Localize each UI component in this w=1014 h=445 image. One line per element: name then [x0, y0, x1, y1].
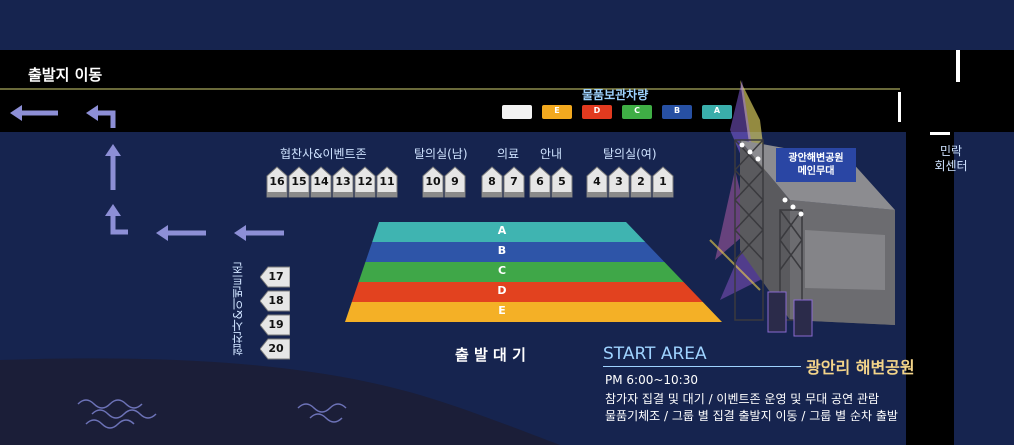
booth-number: 18: [268, 294, 284, 307]
road-edge-line: [0, 88, 900, 90]
booth-18: 18: [260, 290, 290, 312]
truck-label: A: [713, 106, 721, 115]
booth-number: 2: [637, 175, 645, 188]
storage-truck: B: [662, 105, 692, 119]
beach-waves: [0, 358, 560, 445]
booth-number: 5: [558, 175, 566, 188]
changing-room-men-label: 탈의실(남): [414, 147, 468, 161]
group-band-e: E: [345, 302, 722, 322]
booth-7: 7: [503, 166, 525, 198]
booth-number: 3: [615, 175, 623, 188]
truck-label: D: [593, 106, 601, 115]
start-area-title: START AREA: [603, 344, 707, 364]
truck-label: B: [673, 106, 681, 115]
road-marker: [898, 92, 901, 122]
shuttle-stop-label: 민락 회센터: [934, 144, 968, 173]
booth-12: 12: [354, 166, 376, 198]
booth-20: 20: [260, 338, 290, 360]
booth-2: 2: [630, 166, 652, 198]
side-road: [906, 50, 954, 445]
storage-truck: [502, 105, 532, 119]
storage-truck: E: [542, 105, 572, 119]
departure-move-label: 출발지 이동: [28, 66, 103, 84]
booth-number: 16: [269, 175, 285, 188]
booth-number: 14: [313, 175, 329, 188]
booth-number: 9: [451, 175, 459, 188]
booth-number: 4: [593, 175, 601, 188]
group-band-b: B: [365, 242, 665, 262]
start-area-underline: [603, 366, 801, 367]
booth-number: 1: [659, 175, 667, 188]
group-band-a: A: [372, 222, 646, 242]
booth-group-changing_women: 4 3 2 1: [586, 166, 674, 198]
booth-number: 17: [268, 270, 284, 283]
start-area-time: PM 6:00~10:30: [605, 373, 698, 387]
booth-number: 19: [268, 318, 284, 331]
booth-10: 10: [422, 166, 444, 198]
booth-number: 20: [268, 342, 284, 355]
group-band-label: C: [497, 264, 507, 277]
booth-19: 19: [260, 314, 290, 336]
booth-17: 17: [260, 266, 290, 288]
booth-16: 16: [266, 166, 288, 198]
booth-5: 5: [551, 166, 573, 198]
group-band-label: E: [498, 304, 506, 317]
info-label: 안내: [540, 147, 563, 161]
booth-number: 10: [425, 175, 441, 188]
booth-15: 15: [288, 166, 310, 198]
main-stage-label: 광안해변공원 메인무대: [776, 148, 856, 182]
start-area-desc-2: 물품기체조 / 그룹 별 집결 출발지 이동 / 그룹 별 순차 출발: [605, 409, 898, 423]
medical-label: 의료: [497, 147, 520, 161]
group-band-label: D: [497, 284, 507, 297]
storage-truck: C: [622, 105, 652, 119]
group-band-label: A: [497, 224, 507, 237]
storage-vehicle-label: 물품보관차량: [582, 88, 649, 102]
booth-6: 6: [529, 166, 551, 198]
start-area-desc-1: 참가자 집결 및 대기 / 이벤트존 운영 및 무대 공연 관람: [605, 392, 880, 406]
booth-3: 3: [608, 166, 630, 198]
road-marker: [956, 50, 960, 82]
group-band-d: D: [351, 282, 703, 302]
booth-1: 1: [652, 166, 674, 198]
booth-number: 6: [536, 175, 544, 188]
booth-number: 13: [335, 175, 351, 188]
booth-11: 11: [376, 166, 398, 198]
booth-13: 13: [332, 166, 354, 198]
group-band-label: B: [497, 244, 507, 257]
booth-number: 11: [379, 175, 395, 188]
booth-14: 14: [310, 166, 332, 198]
truck-label: C: [634, 106, 640, 115]
start-area-location: 광안리 해변공원: [806, 358, 915, 377]
booth-4: 4: [586, 166, 608, 198]
storage-truck: D: [582, 105, 612, 119]
booth-group-sponsor: 16 15 14 13 12 11: [266, 166, 398, 198]
storage-truck: A: [702, 105, 732, 119]
booth-number: 7: [510, 175, 518, 188]
group-band-c: C: [358, 262, 684, 282]
booth-group-changing_men: 10 9: [422, 166, 466, 198]
waiting-label: 출 발 대 기: [455, 346, 526, 364]
booth-9: 9: [444, 166, 466, 198]
road-marker: [930, 132, 950, 135]
changing-room-women-label: 탈의실(여): [603, 147, 657, 161]
booth-number: 12: [357, 175, 373, 188]
booth-number: 8: [488, 175, 496, 188]
sponsor-zone-label: 협찬사&이벤트존: [280, 147, 367, 161]
booth-number: 15: [291, 175, 307, 188]
booth-8: 8: [481, 166, 503, 198]
truck-label: E: [554, 106, 560, 115]
